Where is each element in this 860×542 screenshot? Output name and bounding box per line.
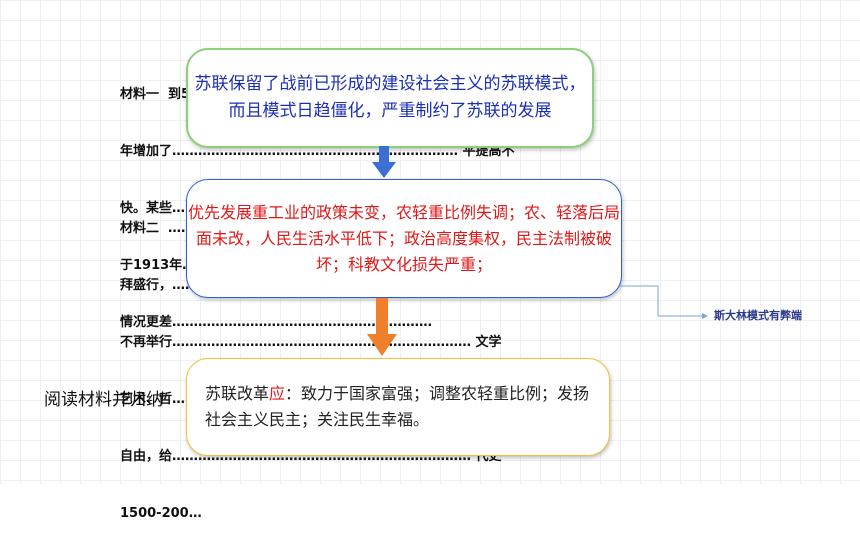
reform-prefix: 苏联改革 bbox=[205, 384, 270, 403]
material-two-line: 1500-200… bbox=[120, 506, 202, 521]
reform-rest: ：致力于国家富强；调整农轻重比例；发扬社会主义民主；关注民生幸福。 bbox=[205, 384, 590, 429]
down-arrow-blue-icon bbox=[372, 146, 396, 178]
side-note-stalin-model: 斯大林模式有弊端 bbox=[714, 309, 802, 322]
summary-box-problems: 优先发展重工业的政策未变，农轻重比例失调；农、轻落后局面未改，人民生活水平低下；… bbox=[186, 179, 622, 298]
summary-box-model-rigid: 苏联保留了战前已形成的建设社会主义的苏联模式，而且模式日趋僵化，严重制约了苏联的… bbox=[186, 48, 594, 148]
summary-box-model-rigid-text: 苏联保留了战前已形成的建设社会主义的苏联模式，而且模式日趋僵化，严重制约了苏联的… bbox=[194, 74, 586, 121]
summary-box-problems-text: 优先发展重工业的政策未变，农轻重比例失调；农、轻落后局面未改，人民生活水平低下；… bbox=[187, 202, 620, 274]
summary-box-reform-text: 苏联改革应：致力于国家富强；调整农轻重比例；发扬社会主义民主；关注民生幸福。 bbox=[205, 381, 591, 433]
reform-highlight: 应 bbox=[269, 384, 286, 403]
read-material-label: 阅读材料并归纳 bbox=[44, 390, 163, 410]
material-one-line: 情况更差…………………………………………………… bbox=[120, 315, 433, 330]
material-two-line: 不再举行…………………………………………………………… 文学 bbox=[120, 335, 502, 350]
summary-box-reform: 苏联改革应：致力于国家富强；调整农轻重比例；发扬社会主义民主；关注民生幸福。 bbox=[186, 358, 610, 456]
side-note-connector-arrow-icon bbox=[620, 285, 708, 319]
down-arrow-orange-icon bbox=[367, 298, 397, 356]
